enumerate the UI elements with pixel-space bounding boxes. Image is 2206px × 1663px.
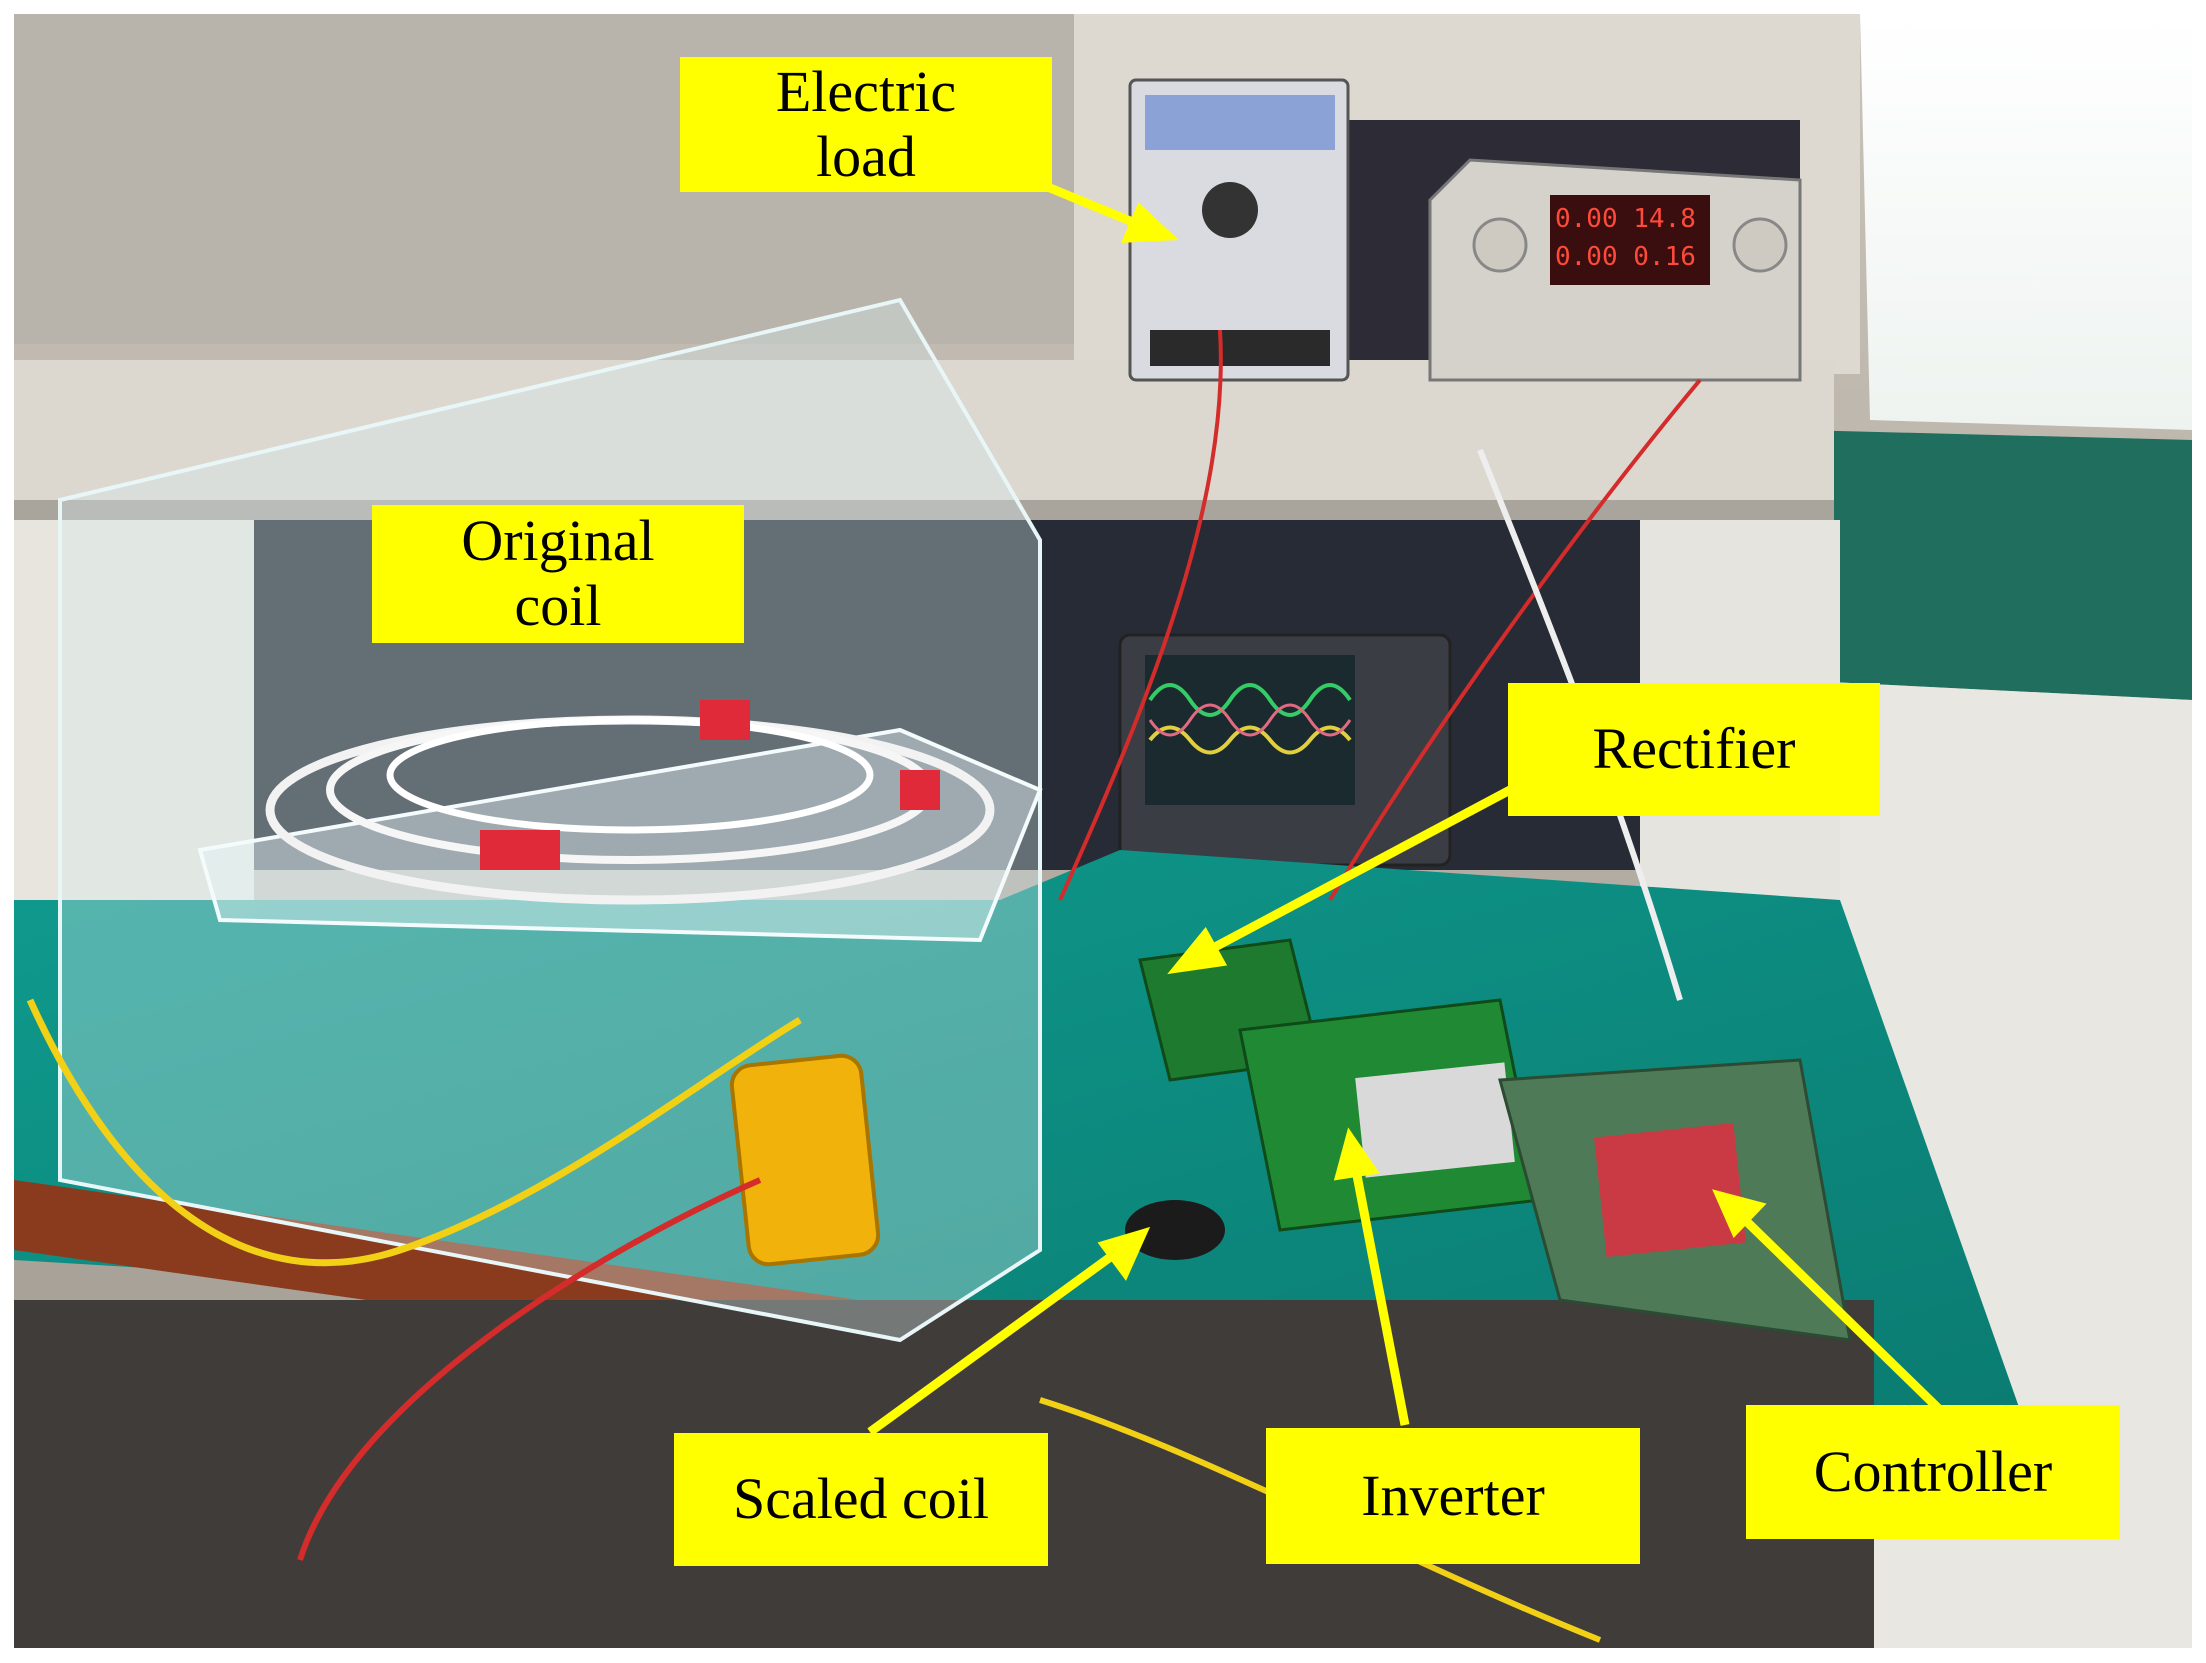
- label-scaled-coil: Scaled coil: [674, 1433, 1048, 1566]
- arrowhead-inverter: [1333, 1127, 1380, 1181]
- scaled-coil: [1125, 1200, 1225, 1260]
- cable-red-2: [1058, 329, 1223, 901]
- arrowhead-electric-load: [1121, 202, 1179, 243]
- arrowhead-scaled-coil: [1097, 1226, 1151, 1281]
- cable-yellow: [26, 998, 802, 1267]
- label-original-coil: Original coil: [372, 505, 744, 643]
- arrow-electric-load: [1048, 183, 1142, 230]
- pegboard-left: [14, 520, 254, 900]
- electric-load-terminals: [1150, 330, 1330, 366]
- arrow-rectifier: [1197, 786, 1513, 959]
- label-inverter: Inverter: [1266, 1428, 1640, 1564]
- readout-bottom-left: 0.00: [1555, 242, 1618, 272]
- current-probe: [729, 1053, 881, 1267]
- arrow-controller: [1736, 1211, 1944, 1414]
- readout-top-right: 14.8: [1633, 204, 1696, 234]
- label-controller: Controller: [1746, 1405, 2120, 1539]
- arrow-inverter: [1350, 1164, 1410, 1426]
- scope-trace-green: [1148, 683, 1352, 717]
- power-supply-display: [1550, 195, 1710, 285]
- coil-clip-3: [900, 770, 940, 810]
- label-rectifier: Rectifier: [1508, 683, 1880, 816]
- original-coil-loop-3: [386, 716, 874, 834]
- power-supply-readouts: 0.00 14.8 0.00 0.16: [1555, 200, 1705, 280]
- electric-load-knob: [1202, 182, 1258, 238]
- scope-trace-red: [1148, 703, 1352, 737]
- coil-clip-1: [480, 830, 560, 870]
- power-supply-knob-left: [1472, 217, 1528, 273]
- scope-trace-yellow: [1148, 725, 1352, 755]
- readout-bottom-right: 0.16: [1633, 242, 1696, 272]
- window: [1860, 14, 2192, 430]
- cable-red-1: [297, 1177, 762, 1561]
- cable-red-3: [1328, 378, 1702, 902]
- shelf-board: [14, 360, 1834, 510]
- arrowhead-rectifier: [1167, 927, 1228, 975]
- readout-top-left: 0.00: [1555, 204, 1618, 234]
- power-supply-knob-right: [1732, 217, 1788, 273]
- label-electric-load: Electric load: [680, 57, 1052, 192]
- electric-load-display: [1145, 95, 1335, 150]
- inverter-heatsink: [1355, 1062, 1515, 1178]
- annotation-arrows: [867, 183, 1944, 1436]
- arrow-scaled-coil: [867, 1246, 1123, 1436]
- coil-clip-2: [700, 700, 750, 740]
- window-frame: [1790, 430, 2192, 700]
- arrowhead-controller: [1712, 1189, 1767, 1238]
- controller-mcu: [1594, 1123, 1746, 1257]
